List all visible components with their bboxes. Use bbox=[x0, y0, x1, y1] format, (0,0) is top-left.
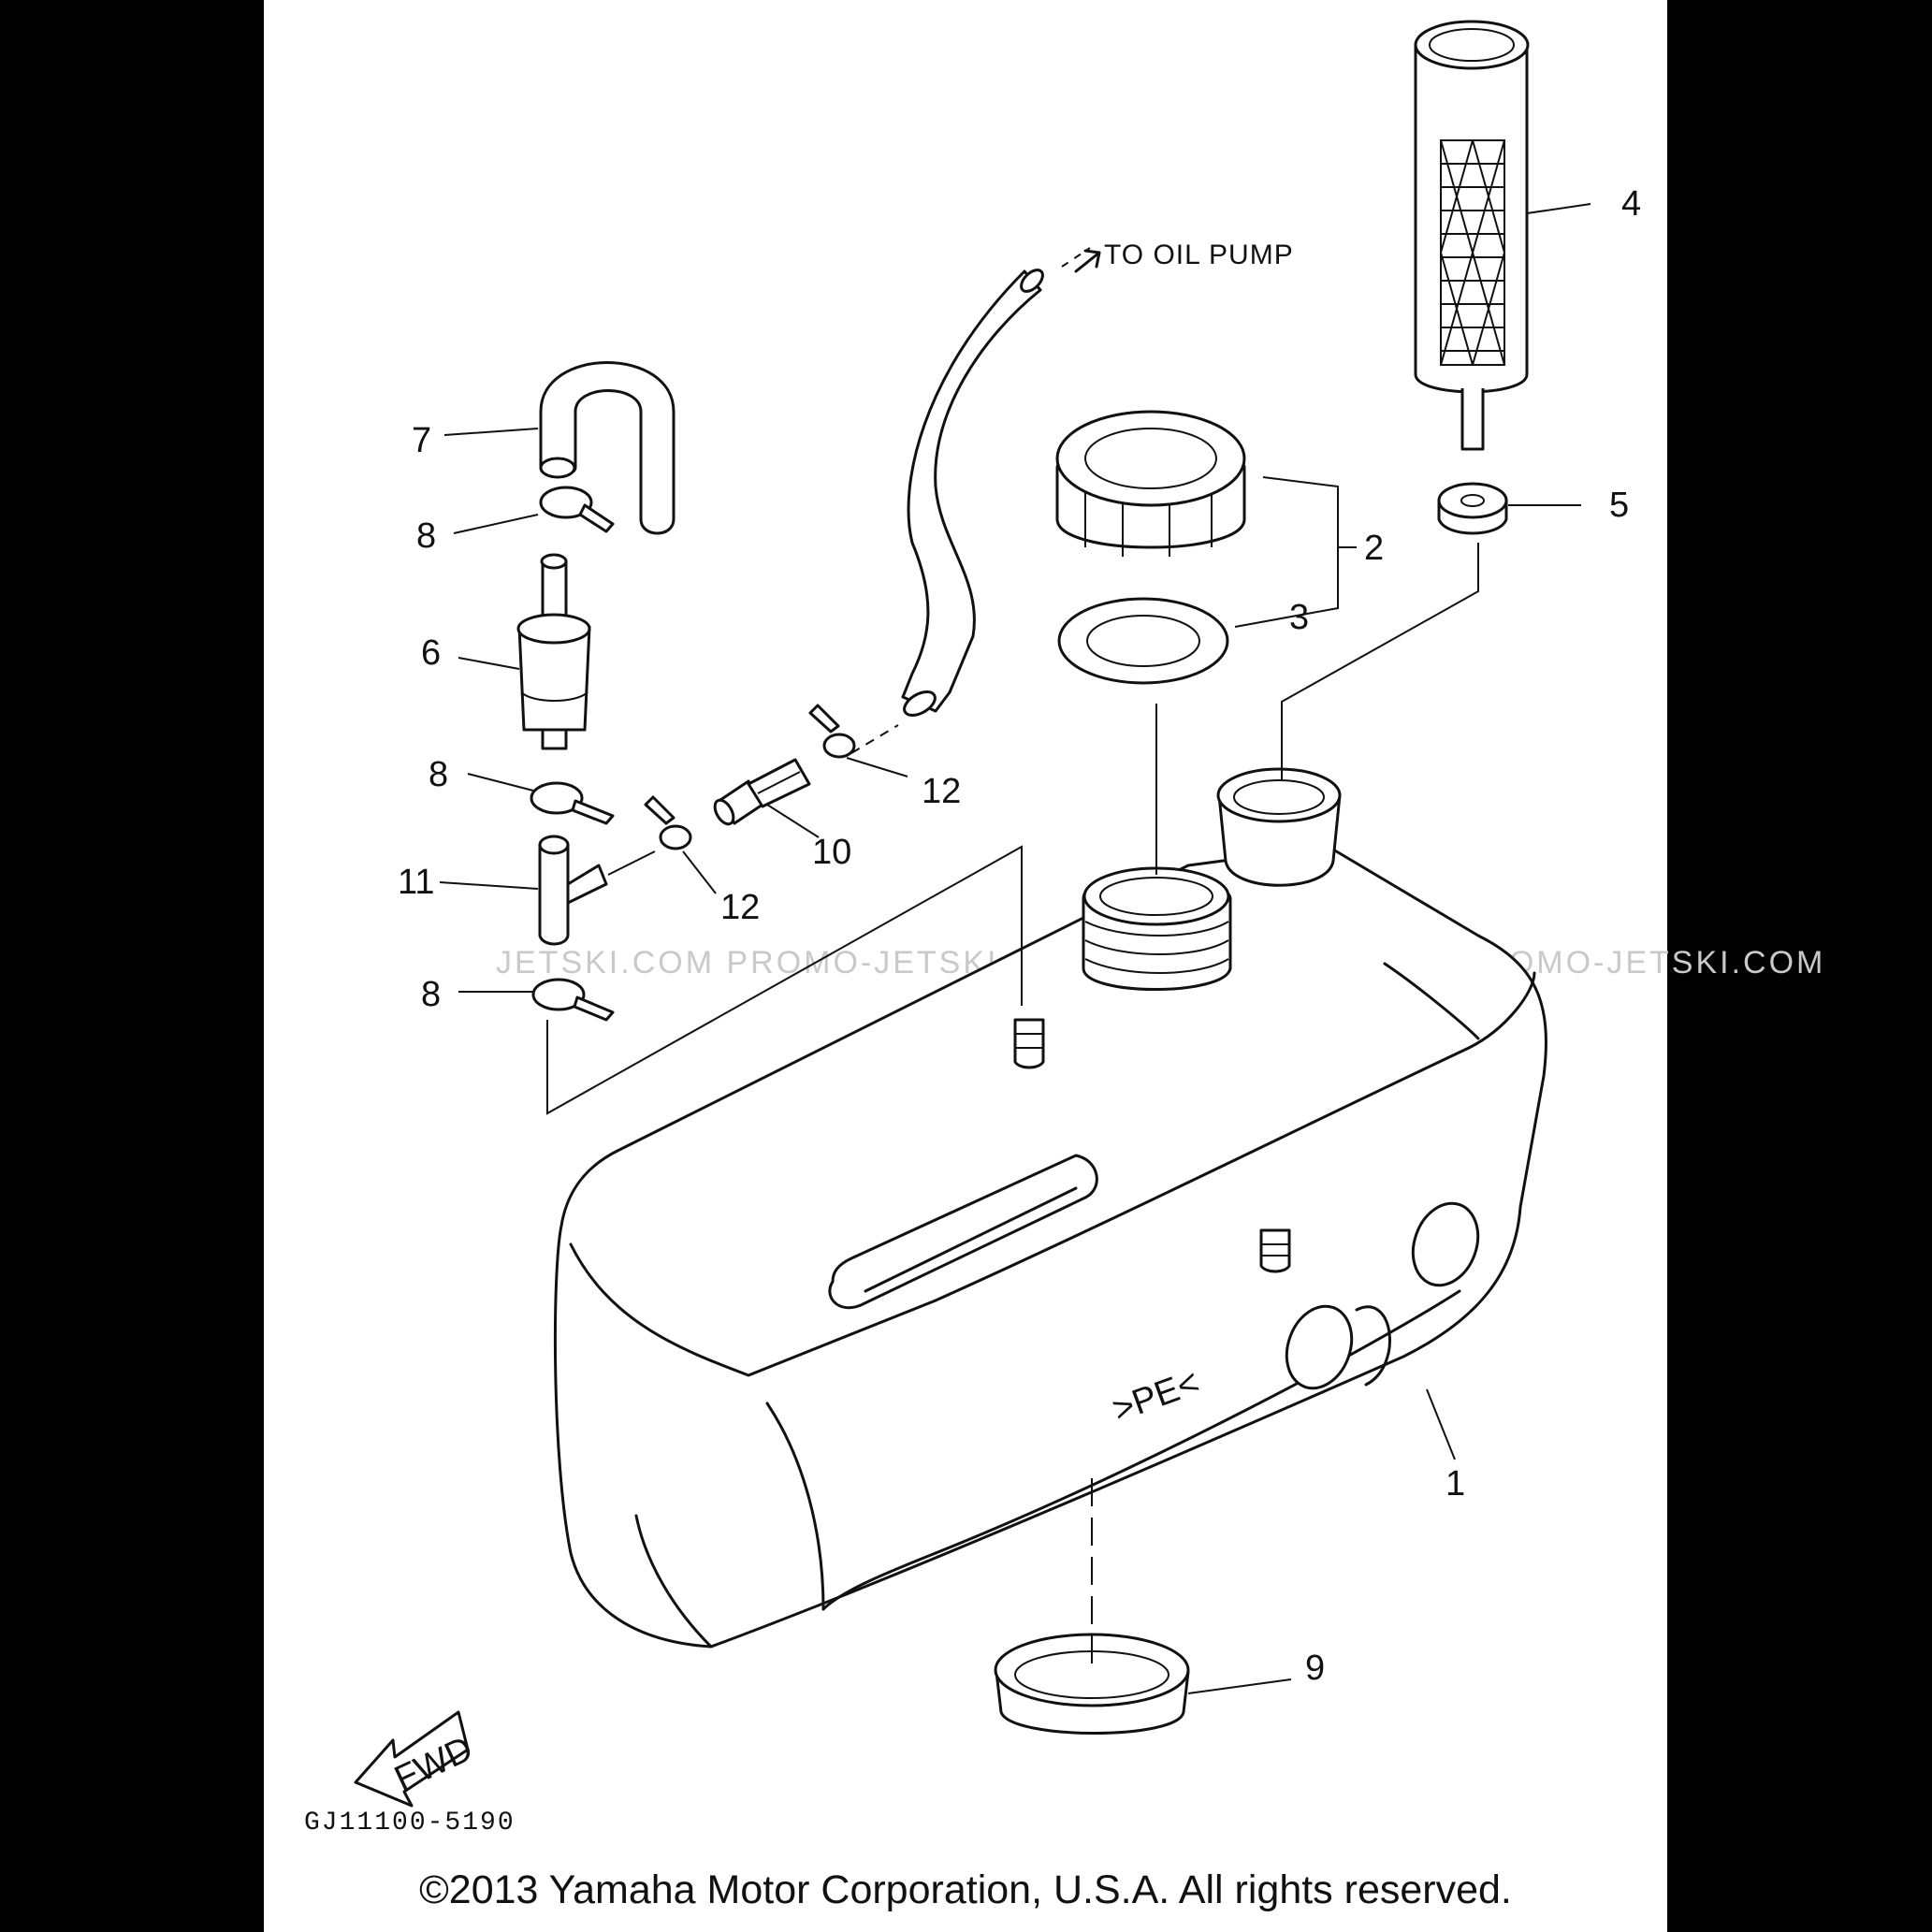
pump-hose: TO OIL PUMP bbox=[850, 240, 1294, 754]
t-joint bbox=[538, 835, 656, 946]
callout-9: 9 bbox=[1305, 1649, 1325, 1688]
callout-12-upper: 12 bbox=[922, 772, 961, 811]
joint-clamp-left bbox=[644, 795, 692, 850]
callout-11: 11 bbox=[398, 863, 434, 902]
hose-clamp-middle bbox=[530, 781, 615, 825]
hose-joint bbox=[713, 758, 811, 826]
inline-oil-filter bbox=[516, 553, 591, 750]
callout-6: 6 bbox=[421, 633, 441, 673]
oil-tank: >PE< bbox=[553, 767, 1547, 1649]
callout-8-bottom: 8 bbox=[421, 975, 441, 1014]
strainer-grommet bbox=[1281, 482, 1508, 781]
callout-10: 10 bbox=[812, 833, 851, 872]
hose-clamp-bottom bbox=[531, 978, 615, 1022]
hose-clamp-top bbox=[539, 486, 615, 533]
copyright-notice: ©2013 Yamaha Motor Corporation, U.S.A. A… bbox=[419, 1867, 1512, 1912]
callout-4: 4 bbox=[1621, 184, 1641, 224]
callout-12-lower: 12 bbox=[720, 888, 760, 927]
bottom-grommet bbox=[994, 1478, 1190, 1735]
callout-3: 3 bbox=[1289, 598, 1309, 637]
callout-2: 2 bbox=[1364, 529, 1384, 568]
callout-8-middle: 8 bbox=[429, 755, 448, 794]
callout-8-top: 8 bbox=[416, 516, 436, 556]
pump-note: TO OIL PUMP bbox=[1104, 240, 1294, 270]
joint-clamp-right bbox=[808, 704, 856, 759]
part-code: GJ11100-5190 bbox=[304, 1809, 516, 1838]
oil-strainer bbox=[1414, 20, 1530, 451]
forward-direction-icon: FWD bbox=[354, 1710, 479, 1808]
callout-1: 1 bbox=[1445, 1464, 1465, 1503]
callout-7: 7 bbox=[412, 421, 431, 460]
j-hose bbox=[539, 361, 675, 535]
filler-cap bbox=[1055, 410, 1246, 557]
cap-gasket bbox=[1057, 597, 1229, 875]
callout-5: 5 bbox=[1609, 486, 1629, 525]
